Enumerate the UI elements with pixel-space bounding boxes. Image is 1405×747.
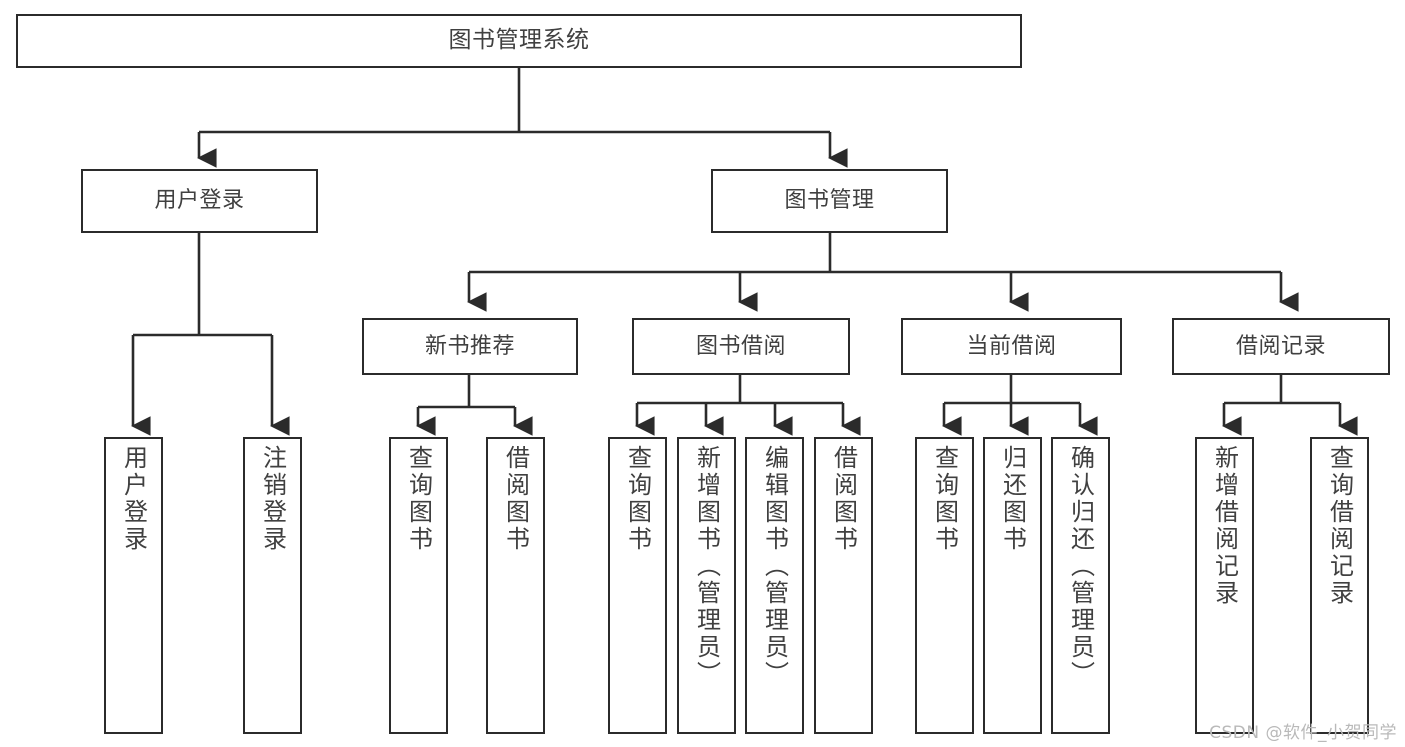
leaf-borrow-add-book-admin[interactable]: 新增图书（管理员）: [677, 437, 736, 734]
leaf-current-query-book[interactable]: 查询图书: [915, 437, 974, 734]
node-label: 编辑图书（管理员）: [760, 445, 789, 688]
node-label: 图书借阅: [695, 333, 786, 359]
node-book-borrow[interactable]: 图书借阅: [632, 318, 850, 375]
node-book-management[interactable]: 图书管理: [711, 169, 948, 233]
node-label: 借阅记录: [1235, 333, 1326, 359]
node-label: 归还图书: [998, 445, 1027, 553]
node-borrow-record[interactable]: 借阅记录: [1172, 318, 1390, 375]
node-label: 查询图书: [623, 445, 652, 553]
node-label: 图书管理系统: [448, 27, 590, 54]
node-label: 新增图书（管理员）: [692, 445, 721, 688]
leaf-borrow-borrow-book[interactable]: 借阅图书: [814, 437, 873, 734]
node-label: 注销登录: [258, 445, 287, 553]
node-label: 借阅图书: [829, 445, 858, 553]
node-root-system[interactable]: 图书管理系统: [16, 14, 1022, 68]
node-label: 借阅图书: [501, 445, 530, 553]
node-label: 确认归还（管理员）: [1066, 445, 1095, 688]
leaf-recommend-query-book[interactable]: 查询图书: [389, 437, 448, 734]
node-label: 用户登录: [154, 188, 245, 214]
leaf-current-return-book[interactable]: 归还图书: [983, 437, 1042, 734]
leaf-user-logout[interactable]: 注销登录: [243, 437, 302, 734]
node-label: 查询图书: [404, 445, 433, 553]
leaf-user-login[interactable]: 用户登录: [104, 437, 163, 734]
node-label: 查询图书: [930, 445, 959, 553]
leaf-record-query-record[interactable]: 查询借阅记录: [1310, 437, 1369, 734]
node-label: 新书推荐: [424, 333, 515, 359]
leaf-current-confirm-return-admin[interactable]: 确认归还（管理员）: [1051, 437, 1110, 734]
node-label: 查询借阅记录: [1325, 445, 1354, 607]
node-new-book-recommend[interactable]: 新书推荐: [362, 318, 578, 375]
node-label: 新增借阅记录: [1210, 445, 1239, 607]
node-label: 用户登录: [119, 445, 148, 553]
leaf-borrow-edit-book-admin[interactable]: 编辑图书（管理员）: [745, 437, 804, 734]
node-label: 当前借阅: [966, 333, 1057, 359]
node-user-login[interactable]: 用户登录: [81, 169, 318, 233]
leaf-borrow-query-book[interactable]: 查询图书: [608, 437, 667, 734]
node-current-borrow[interactable]: 当前借阅: [901, 318, 1122, 375]
leaf-recommend-borrow-book[interactable]: 借阅图书: [486, 437, 545, 734]
leaf-record-add-record[interactable]: 新增借阅记录: [1195, 437, 1254, 734]
node-label: 图书管理: [784, 188, 875, 214]
watermark: CSDN @软件_小贺同学: [1209, 723, 1397, 743]
